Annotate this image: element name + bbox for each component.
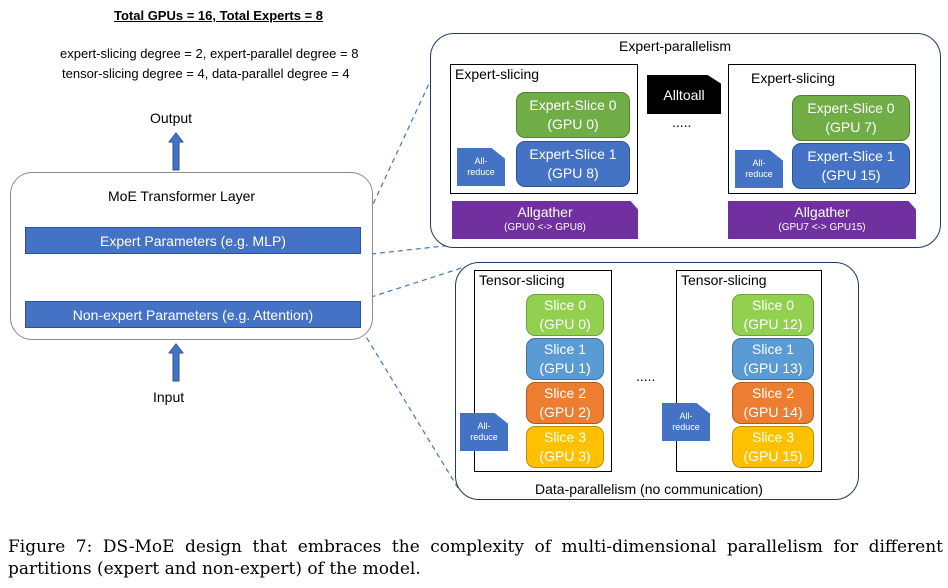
slice-gpu: (GPU 15) [821,167,881,183]
allreduce-tag: All- reduce [735,150,783,188]
slice-gpu: (GPU 7) [825,119,877,135]
expert-slicing-title: Expert-slicing [751,70,836,86]
alltoall-badge: Alltoall [647,75,721,114]
expert-slice-1-box: Expert-Slice 1 (GPU 8) [516,141,630,187]
dashed-connectors [361,59,481,489]
slice-0-box: Slice 0 (GPU 12) [732,294,814,336]
slice-3-box: Slice 3 (GPU 15) [732,426,814,468]
expert-slice-0-box: Expert-Slice 0 (GPU 7) [792,95,910,141]
slice-name: Expert-Slice 0 [529,97,617,113]
slice-2-box: Slice 2 (GPU 14) [732,382,814,424]
slice-1-box: Slice 1 (GPU 1) [526,338,604,380]
slice-3-box: Slice 3 (GPU 3) [526,426,604,468]
expert-slice-1-box: Expert-Slice 1 (GPU 15) [792,143,910,189]
input-label: Input [153,389,185,405]
expert-parameters-bar: Expert Parameters (e.g. MLP) [25,227,361,254]
slice-1-box: Slice 1 (GPU 13) [732,338,814,380]
expert-slice-0-box: Expert-Slice 0 (GPU 0) [516,92,630,138]
allreduce-tag: All- reduce [457,148,505,186]
slice-2-box: Slice 2 (GPU 2) [526,382,604,424]
data-ellipsis: ..... [636,368,656,384]
allreduce-tag: All- reduce [662,403,710,441]
config-line-2: tensor-slicing degree = 4, data-parallel… [62,66,350,81]
figure-caption: Figure 7: DS-MoE design that embraces th… [8,537,943,579]
slice-name: Expert-Slice 1 [529,146,617,162]
data-parallelism-title: Data-parallelism (no communication) [535,481,763,497]
layer-title: MoE Transformer Layer [108,188,256,204]
expert-slicing-title: Expert-slicing [455,66,540,82]
expert-ellipsis: ..... [672,114,692,130]
allgather-bar: Allgather (GPU7 <-> GPU15) [728,201,916,239]
up-arrow-icon [167,343,185,382]
slice-gpu: (GPU 0) [547,116,599,132]
non-expert-parameters-bar: Non-expert Parameters (e.g. Attention) [25,301,361,328]
slice-gpu: (GPU 8) [547,165,599,181]
output-label: Output [150,110,193,126]
tensor-slicing-title: Tensor-slicing [681,272,767,288]
slice-name: Expert-Slice 0 [807,100,895,116]
slice-name: Expert-Slice 1 [807,148,895,164]
slice-0-box: Slice 0 (GPU 0) [526,294,604,336]
config-line-1: expert-slicing degree = 2, expert-parall… [60,46,359,61]
expert-parallelism-title: Expert-parallelism [619,38,732,54]
up-arrow-icon [167,132,185,171]
allgather-bar: Allgather (GPU0 <-> GPU8) [452,201,638,239]
tensor-slicing-title: Tensor-slicing [479,272,565,288]
header-title: Total GPUs = 16, Total Experts = 8 [114,8,324,23]
allreduce-tag: All- reduce [460,413,508,451]
